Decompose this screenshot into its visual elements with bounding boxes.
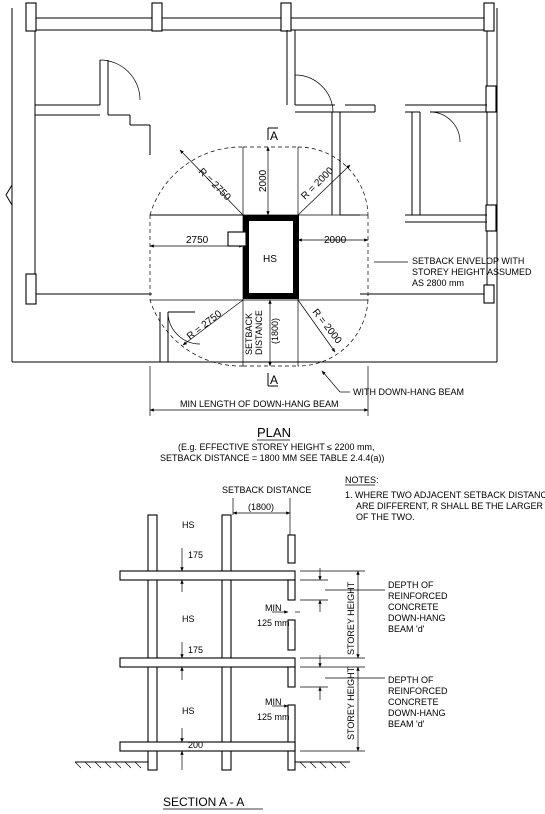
setback-distance-label-2: DISTANCE — [254, 310, 264, 355]
radius-lines — [179, 149, 351, 353]
downhang-note: WITH DOWN-HANG BEAM — [353, 387, 464, 397]
depth-note-2-line-3: CONCRETE — [388, 697, 439, 707]
depth-note-1-line-3: CONCRETE — [388, 602, 439, 612]
section-title: SECTION A - A — [163, 795, 244, 809]
depth-note-2-line-4: DOWN-HANG — [388, 708, 446, 718]
building-outline — [11, 8, 498, 363]
plan-subtitle-1: (E.g. EFFECTIVE STOREY HEIGHT ≤ 2200 mm, — [178, 442, 375, 452]
section-marker-top: A — [267, 127, 278, 143]
section-hs-2: HS — [182, 614, 195, 624]
setback-envelope-note-3: AS 2800 mm — [412, 278, 464, 288]
section-marker-top-label: A — [270, 129, 278, 143]
setback-envelope-note-2: STOREY HEIGHT ASSUMED — [412, 267, 532, 277]
interior-walls — [5, 30, 487, 362]
depth-note-1-line-5: BEAM 'd' — [388, 624, 425, 634]
section-hs-1: HS — [182, 520, 195, 530]
section-storey-height-1: STOREY HEIGHT — [346, 581, 356, 655]
setback-distance-value: (1800) — [270, 318, 280, 344]
plan-title: PLAN — [257, 425, 291, 440]
section-hs-3: HS — [182, 706, 195, 716]
section-min-value-1: 125 mm — [257, 618, 290, 628]
section-marker-bottom-label: A — [270, 373, 278, 387]
dimension-left-label: 2750 — [186, 235, 209, 246]
notes-heading: NOTES: — [345, 475, 379, 485]
depth-note-2-line-1: DEPTH OF — [388, 675, 434, 685]
section-slab-1: 175 — [188, 550, 203, 560]
plan-columns — [25, 2, 497, 305]
section-storey-height-2: STOREY HEIGHT — [346, 666, 356, 740]
section-slab-2: 175 — [188, 645, 203, 655]
plan-subtitle-2: SETBACK DISTANCE = 1800 MM SEE TABLE 2.4… — [160, 453, 384, 463]
household-shelter — [243, 215, 299, 299]
min-length-label: MIN LENGTH OF DOWN-HANG BEAM — [180, 399, 339, 409]
dimension-right-label: 2000 — [324, 235, 347, 246]
section-setback-value: (1800) — [248, 502, 274, 512]
notes-line-1: 1. WHERE TWO ADJACENT SETBACK DISTANCES — [345, 490, 545, 500]
setback-distance-label-1: SETBACK — [244, 313, 254, 355]
section-view: SETBACK DISTANCE (1800) HS HS HS 175 175 — [74, 485, 448, 810]
section-min-label-1: MIN — [265, 603, 282, 613]
section-slab-3: 200 — [188, 740, 203, 750]
notes-line-2: ARE DIFFERENT, R SHALL BE THE LARGER — [356, 501, 544, 511]
depth-note-1-line-1: DEPTH OF — [388, 580, 434, 590]
dimension-top-label: 2000 — [258, 169, 269, 192]
depth-note-2-line-5: BEAM 'd' — [388, 719, 425, 729]
radius-label-top-left: R = 2750 — [196, 166, 233, 203]
hs-label: HS — [263, 254, 277, 265]
depth-note-1-line-2: REINFORCED — [388, 591, 448, 601]
depth-note-2-line-2: REINFORCED — [388, 686, 448, 696]
notes-block: NOTES: 1. WHERE TWO ADJACENT SETBACK DIS… — [345, 475, 545, 522]
section-marker-bottom: A — [267, 373, 278, 387]
section-setback-label: SETBACK DISTANCE — [222, 485, 311, 495]
section-min-label-2: MIN — [265, 697, 282, 707]
plan-view: R = 2750 R = 2000 R = 2750 R = 2000 A A … — [5, 2, 532, 463]
notes-line-3: OF THE TWO. — [356, 512, 415, 522]
depth-note-1-line-4: DOWN-HANG — [388, 613, 446, 623]
setback-envelope-note-1: SETBACK ENVELOP WITH — [412, 256, 524, 266]
radius-label-bottom-left: R = 2750 — [185, 308, 224, 342]
section-min-value-2: 125 mm — [257, 712, 290, 722]
